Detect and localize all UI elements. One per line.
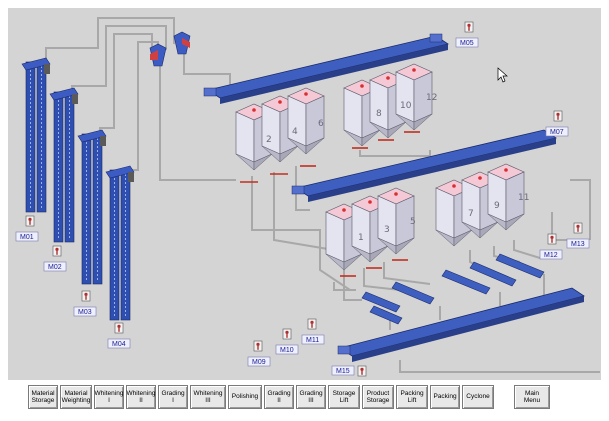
menu-button-packing-lift[interactable]: Packing Lift: [396, 385, 428, 409]
svg-text:M09: M09: [252, 359, 266, 366]
menu-button-main-menu[interactable]: Main Menu: [514, 385, 550, 409]
motor-label-m01[interactable]: M01: [15, 231, 39, 242]
silo-bank-bottom-right: 7 9 11: [435, 163, 529, 247]
menu-button-whitening-3[interactable]: Whitening III: [190, 385, 226, 409]
silo-bank-top-right: 8 10 12: [343, 63, 437, 147]
svg-text:M15: M15: [336, 368, 350, 375]
mouse-cursor-icon: [497, 67, 508, 83]
menu-button-polishing[interactable]: Polishing: [228, 385, 262, 409]
motor-label-m10[interactable]: M10: [275, 344, 299, 355]
silo-number: 1: [358, 233, 364, 243]
menu-button-grading-2[interactable]: Grading II: [264, 385, 294, 409]
conveyor-lower: [337, 287, 585, 362]
motor-icon-m15: [357, 365, 367, 377]
silo-number: 8: [376, 109, 382, 119]
silo-number: 9: [494, 201, 500, 211]
menu-button-whitening-1[interactable]: Whitening I: [94, 385, 124, 409]
silo-number: 7: [468, 209, 474, 219]
menu-button-storage-lift[interactable]: Storage Lift: [328, 385, 360, 409]
menu-button-product-storage[interactable]: Product Storage: [362, 385, 394, 409]
silo-number: 2: [266, 135, 272, 145]
navigation-menu-bar: Material Storage Material Weighting Whit…: [14, 382, 598, 412]
cyclone-fan-right: [173, 31, 191, 55]
menu-button-material-weighting[interactable]: Material Weighting: [60, 385, 92, 409]
motor-icon-m11: [307, 318, 317, 330]
motor-label-m07[interactable]: M07: [545, 126, 569, 137]
motor-icon-m04: [114, 322, 124, 334]
bucket-elevator-3: [77, 129, 107, 285]
svg-text:M07: M07: [550, 129, 564, 136]
discharge-valves: [240, 131, 420, 277]
svg-text:M10: M10: [280, 347, 294, 354]
bucket-elevator-2: [49, 87, 79, 243]
motor-labels: M01 M02 M03 M04 M05 M07 M09 M10: [15, 37, 590, 376]
svg-text:M01: M01: [20, 234, 34, 241]
svg-text:M02: M02: [48, 264, 62, 271]
motor-icon-m13: [573, 222, 583, 234]
conveyor-middle: [291, 129, 557, 202]
svg-text:M12: M12: [544, 252, 558, 259]
menu-button-cyclone[interactable]: Cyclone: [462, 385, 494, 409]
silo-bank-bottom-left: 1 3 5: [325, 187, 416, 271]
motor-icon-m03: [81, 290, 91, 302]
motor-label-m02[interactable]: M02: [43, 261, 67, 272]
menu-button-material-storage[interactable]: Material Storage: [28, 385, 58, 409]
svg-text:M04: M04: [112, 341, 126, 348]
silo-bank-top-left: 2 4 6: [235, 87, 325, 171]
menu-button-grading-1[interactable]: Grading I: [158, 385, 188, 409]
motor-label-m09[interactable]: M09: [247, 356, 271, 367]
motor-icon-m02: [52, 245, 62, 257]
motor-label-m13[interactable]: M13: [566, 238, 590, 249]
menu-button-whitening-2[interactable]: Whitening II: [126, 385, 156, 409]
silo-number: 6: [318, 119, 324, 129]
bucket-elevator-4: [105, 165, 135, 321]
menu-button-grading-3[interactable]: Grading III: [296, 385, 326, 409]
motor-icon-m09: [253, 340, 263, 352]
silo-number: 5: [410, 217, 416, 227]
menu-button-packing[interactable]: Packing: [430, 385, 460, 409]
motor-icon-m01: [25, 215, 35, 227]
svg-text:M05: M05: [460, 40, 474, 47]
silo-number: 10: [400, 101, 412, 111]
silo-number: 11: [518, 193, 529, 203]
motor-icon-m10: [282, 328, 292, 340]
svg-text:M11: M11: [306, 337, 319, 344]
conveyor-upper: [203, 33, 449, 104]
bucket-elevator-1: [21, 57, 51, 213]
motor-icon-m12: [547, 233, 557, 245]
motor-icon-m07: [553, 110, 563, 122]
motor-icon-m05: [464, 21, 474, 33]
cyclone-fan-left: [149, 43, 167, 67]
svg-text:M13: M13: [571, 241, 585, 248]
silo-number: 3: [384, 225, 390, 235]
motor-label-m11[interactable]: M11: [301, 334, 325, 345]
silo-number: 12: [426, 93, 437, 103]
motor-label-m15[interactable]: M15: [331, 365, 355, 376]
motor-label-m05[interactable]: M05: [455, 37, 479, 48]
motor-label-m03[interactable]: M03: [73, 306, 97, 317]
motor-label-m04[interactable]: M04: [107, 338, 131, 349]
silo-number: 4: [292, 127, 298, 137]
motor-label-m12[interactable]: M12: [539, 249, 563, 260]
grading-trays: [361, 253, 545, 325]
svg-text:M03: M03: [78, 309, 92, 316]
